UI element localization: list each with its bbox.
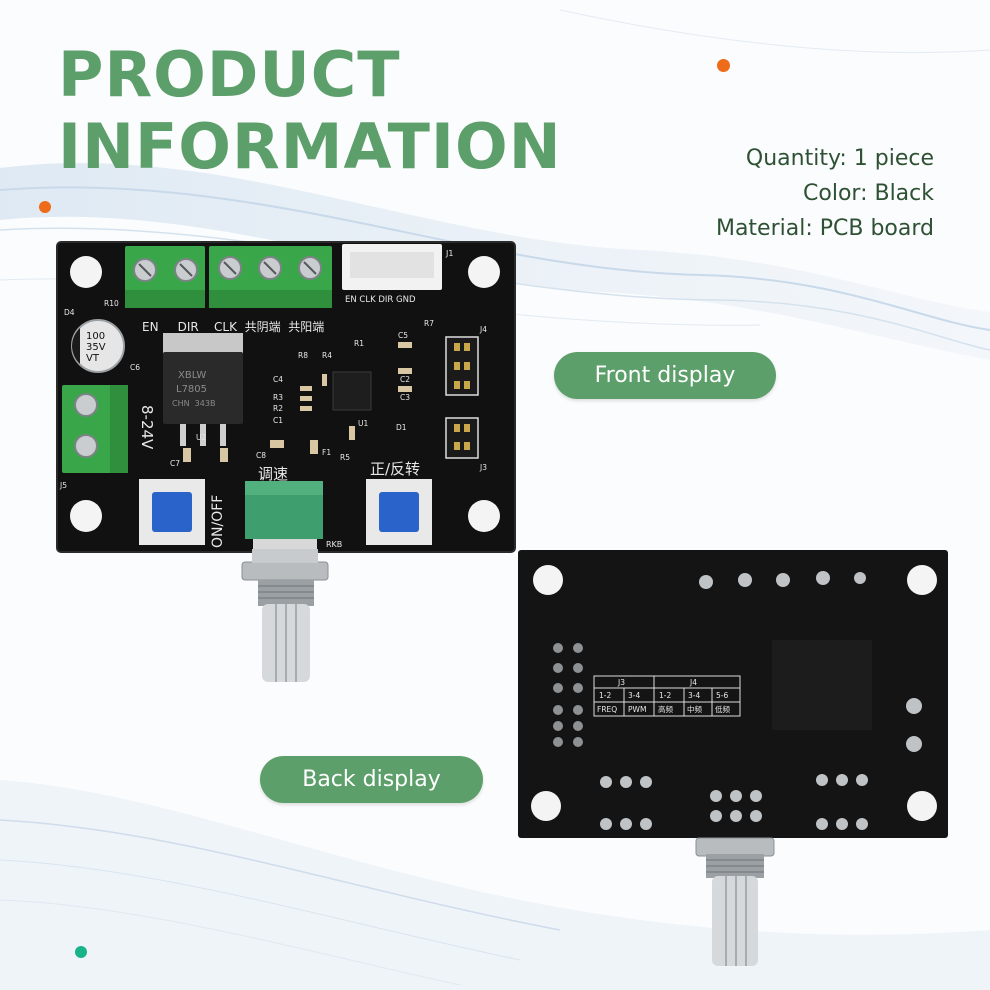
table-cell: PWM — [628, 705, 646, 714]
ref-r10: R10 — [104, 299, 119, 308]
ref-f1: F1 — [322, 448, 331, 457]
ref-c2: C2 — [400, 375, 410, 384]
pot-label: RKB — [326, 540, 342, 549]
spec-color: Color: Black — [803, 181, 934, 206]
ref-c1: C1 — [273, 416, 283, 425]
ref-r7: R7 — [424, 319, 434, 328]
ref-r5: R5 — [340, 453, 350, 462]
ref-c3: C3 — [400, 393, 410, 402]
capacitor-line: 35V — [86, 342, 106, 353]
table-cell: 3-4 — [688, 691, 700, 700]
regulator-top: XBLW — [178, 370, 206, 381]
ref-j3: J3 — [479, 463, 487, 472]
ref-r1: R1 — [354, 339, 364, 348]
ref-r8: R8 — [298, 351, 308, 360]
table-cell: 3-4 — [628, 691, 640, 700]
ref-j4: J4 — [479, 325, 487, 334]
title-line-1: PRODUCT — [58, 38, 401, 111]
ref-c7: C7 — [170, 459, 180, 468]
table-cell: 1-2 — [659, 691, 671, 700]
ref-d4: D4 — [64, 308, 75, 317]
ref-r3: R3 — [273, 393, 283, 402]
ref-c6: C6 — [130, 363, 140, 372]
teal-dot — [75, 946, 87, 958]
connector-id: J1 — [445, 249, 453, 258]
capacitor-line: VT — [86, 353, 100, 364]
power-label: ON/OFF — [210, 495, 226, 548]
back-display-label: Back display — [260, 756, 483, 803]
front-display-label: Front display — [554, 352, 776, 399]
table-cell: FREQ — [597, 705, 617, 714]
ref-c5: C5 — [398, 331, 408, 340]
table-cell: 中频 — [687, 704, 702, 714]
spec-quantity: Quantity: 1 piece — [745, 146, 934, 171]
connector-pin-labels: EN CLK DIR GND — [345, 295, 416, 305]
ref-u1: U1 — [358, 419, 368, 428]
direction-label: 正/反转 — [370, 460, 420, 478]
table-cell: 1-2 — [599, 691, 611, 700]
title-line-2: INFORMATION — [58, 110, 562, 183]
table-cell: 高频 — [658, 704, 673, 714]
orange-dot — [39, 201, 51, 213]
speed-label: 调速 — [258, 465, 288, 483]
table-cell: 5-6 — [716, 691, 728, 700]
ref-j5: J5 — [59, 481, 67, 490]
voltage-label: 8-24V — [138, 405, 156, 450]
ref-r4: R4 — [322, 351, 332, 360]
ref-c4: C4 — [273, 375, 283, 384]
fuse-label: 0S0 — [288, 451, 303, 460]
spec-material: Material: PCB board — [715, 216, 934, 241]
table-cell: 低频 — [715, 704, 730, 714]
ref-u2: U2 — [196, 433, 206, 442]
table-header-j3: J3 — [617, 678, 625, 687]
regulator-part: L7805 — [176, 384, 207, 395]
terminal-labels: EN DIR CLK 共阴端 共阳端 — [142, 320, 324, 334]
ref-c8: C8 — [256, 451, 266, 460]
table-header-j4: J4 — [689, 678, 697, 687]
orange-dot — [717, 59, 730, 72]
capacitor-line: 100 — [86, 331, 105, 342]
ref-d1: D1 — [396, 423, 407, 432]
ref-r2: R2 — [273, 404, 283, 413]
regulator-code: CHN 343B — [172, 399, 215, 408]
